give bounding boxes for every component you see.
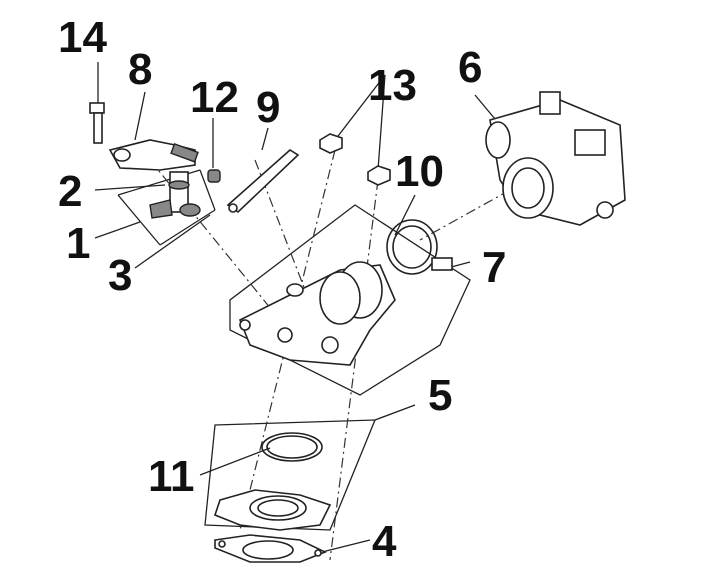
nut-part-13b xyxy=(367,165,391,186)
gasket-part-4 xyxy=(214,534,327,563)
callout-4: 4 xyxy=(372,517,397,566)
spacer-part-5 xyxy=(214,489,332,531)
callout-12: 12 xyxy=(190,73,239,122)
nut-part-13a xyxy=(319,133,343,154)
throttle-body-part-6 xyxy=(485,91,626,226)
callout-11: 11 xyxy=(148,452,195,501)
oring-part-11 xyxy=(261,432,323,462)
cap-part-12 xyxy=(207,169,221,183)
callout-10: 10 xyxy=(395,147,444,196)
intake-manifold-part-7 xyxy=(238,261,396,366)
leader-lines xyxy=(94,62,501,556)
spacer-group-outline xyxy=(204,419,376,531)
callout-7: 7 xyxy=(482,243,507,292)
callout-2: 2 xyxy=(58,167,83,216)
callout-5: 5 xyxy=(428,371,453,420)
bracket-part-9 xyxy=(226,149,300,214)
clamp-part-10 xyxy=(386,219,453,275)
callout-6: 6 xyxy=(458,43,483,92)
fuel-rail-part-8 xyxy=(108,139,199,171)
callout-14: 14 xyxy=(58,13,107,62)
callout-13: 13 xyxy=(368,61,417,110)
callout-8: 8 xyxy=(128,45,153,94)
callout-1: 1 xyxy=(66,219,91,268)
manifold-group-outline xyxy=(229,204,471,396)
callout-3: 3 xyxy=(108,251,133,300)
callout-9: 9 xyxy=(256,83,281,132)
injector-part-2 xyxy=(149,171,201,219)
bolt-part-14 xyxy=(89,102,105,144)
